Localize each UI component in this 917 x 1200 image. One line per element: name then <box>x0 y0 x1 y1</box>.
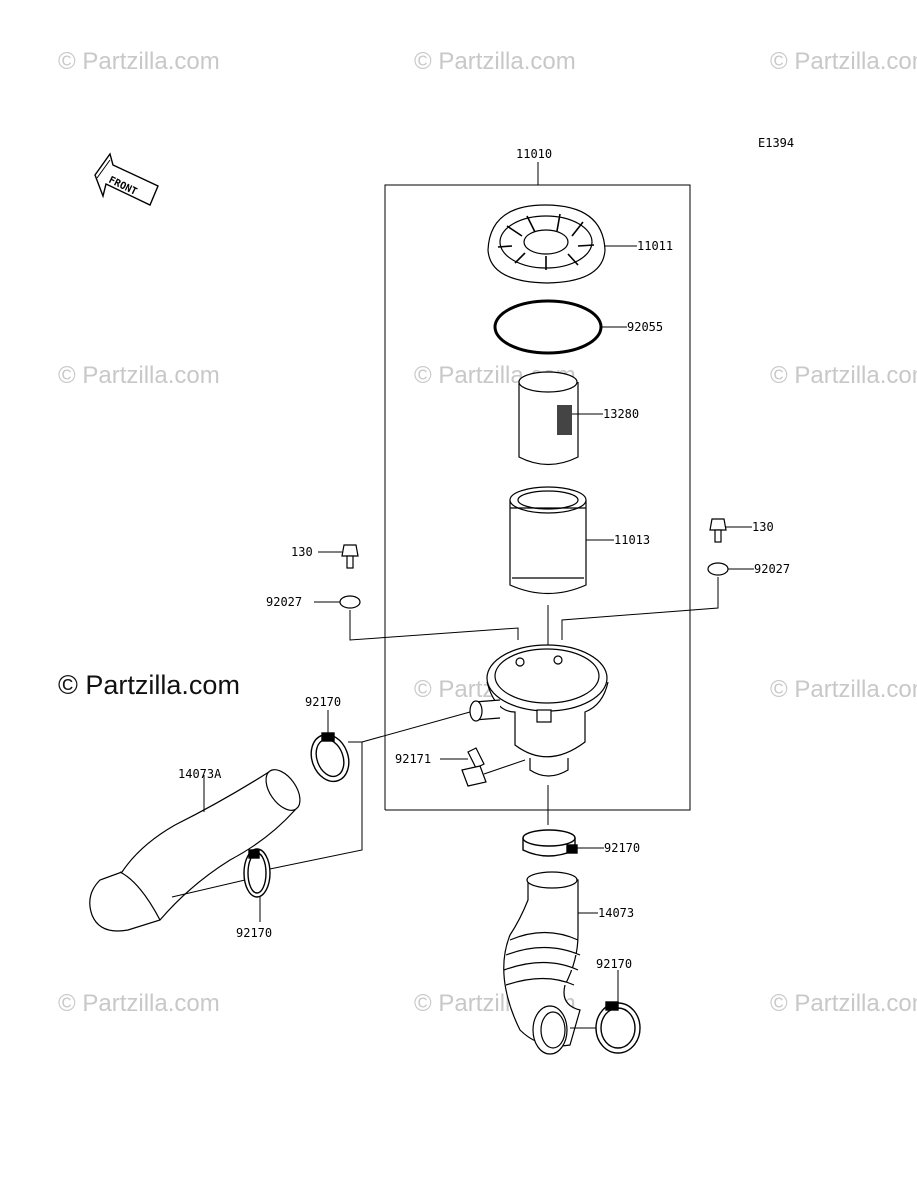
assembly-bracket <box>384 162 691 811</box>
part-label-92027-right: 92027 <box>754 562 790 576</box>
part-label-13280: 13280 <box>603 407 639 421</box>
watermark-main: © Partzilla.com <box>58 670 240 700</box>
part-label-92170-lower-left: 92170 <box>236 926 272 940</box>
part-label-92170-lower-right: 92170 <box>596 957 632 971</box>
filter-cap-part <box>487 204 606 284</box>
part-label-11011: 11011 <box>637 239 673 253</box>
clamp-upper-left-part <box>310 732 350 783</box>
bolt-right-part <box>709 518 727 543</box>
front-arrow-icon: FRONT <box>94 152 159 206</box>
part-label-92027-left: 92027 <box>266 595 302 609</box>
watermark: © Partzilla.com <box>770 362 917 389</box>
gasket-part <box>493 299 603 355</box>
part-label-92055: 92055 <box>627 320 663 334</box>
part-label-11010: 11010 <box>516 147 552 161</box>
part-label-14073A: 14073A <box>178 767 222 781</box>
part-label-92171: 92171 <box>395 752 431 766</box>
clamp-center-part <box>522 829 578 857</box>
duct-right-part <box>503 871 581 1055</box>
bolt-left-part <box>341 544 359 569</box>
watermark: © Partzilla.com <box>58 48 220 75</box>
watermark: © Partzilla.com <box>58 362 220 389</box>
clamp-lower-right-part <box>595 1001 641 1054</box>
watermark: © Partzilla.com <box>770 676 917 703</box>
pre-filter-part <box>518 371 579 466</box>
filter-element-part <box>509 486 587 594</box>
washer-right-part <box>707 562 729 576</box>
watermark: © Partzilla.com <box>58 990 220 1017</box>
part-label-92170-upper-left: 92170 <box>305 695 341 709</box>
filter-housing-part <box>469 644 609 777</box>
part-label-11013: 11013 <box>614 533 650 547</box>
part-label-130-left: 130 <box>291 545 313 559</box>
part-label-130-right: 130 <box>752 520 774 534</box>
watermark: © Partzilla.com <box>770 48 917 75</box>
watermark: © Partzilla.com <box>414 48 576 75</box>
washer-left-part <box>339 595 361 609</box>
holder-part <box>461 747 487 787</box>
diagram-code: E1394 <box>758 136 794 150</box>
clamp-lower-left-part <box>243 848 271 898</box>
part-label-92170-center: 92170 <box>604 841 640 855</box>
part-label-14073: 14073 <box>598 906 634 920</box>
duct-left-part <box>89 769 301 932</box>
watermark: © Partzilla.com <box>770 990 917 1017</box>
